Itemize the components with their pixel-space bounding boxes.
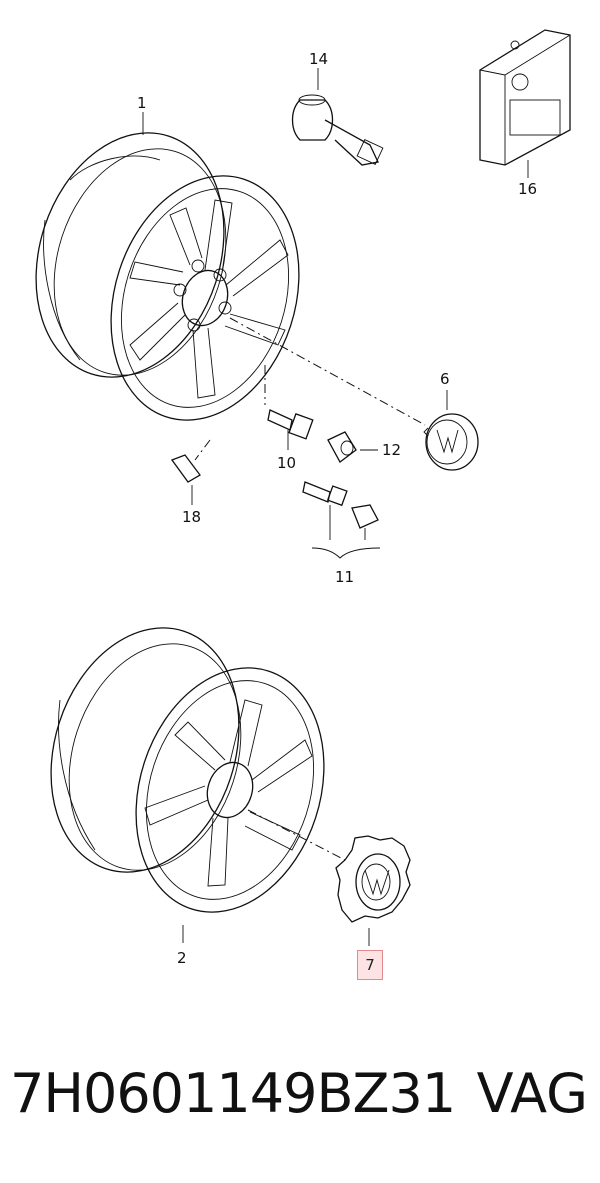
callout-1: 1 [137, 94, 147, 112]
callout-2: 2 [177, 949, 187, 967]
callout-11: 11 [335, 568, 354, 586]
exploded-parts-diagram: 1 14 16 6 10 12 [35, 29, 571, 967]
footer: 7H0601149BZ31 VAG [0, 1062, 600, 1152]
highlighted-callout-box [357, 950, 383, 980]
callout-14: 14 [309, 50, 328, 68]
locking-bolt-set [302, 481, 379, 529]
tire-valve [291, 94, 384, 166]
callout-12: 12 [382, 441, 401, 459]
wheel-bolt [267, 409, 314, 440]
hub-cap-6 [423, 413, 479, 471]
alloy-wheel-1 [35, 132, 300, 421]
alloy-wheel-2 [50, 627, 325, 913]
anti-theft-nut [327, 431, 357, 463]
brand-name: VAG [476, 1062, 588, 1125]
callout-10: 10 [277, 454, 296, 472]
callout-6: 6 [440, 370, 450, 388]
callout-18: 18 [182, 508, 201, 526]
locking-bolt-set-box [479, 29, 571, 166]
callout-7: 7 [365, 956, 375, 974]
callout-16: 16 [518, 180, 537, 198]
balance-weight [170, 454, 201, 483]
center-cap-7 [335, 835, 411, 923]
part-number: 7H0601149BZ31 [10, 1062, 456, 1125]
